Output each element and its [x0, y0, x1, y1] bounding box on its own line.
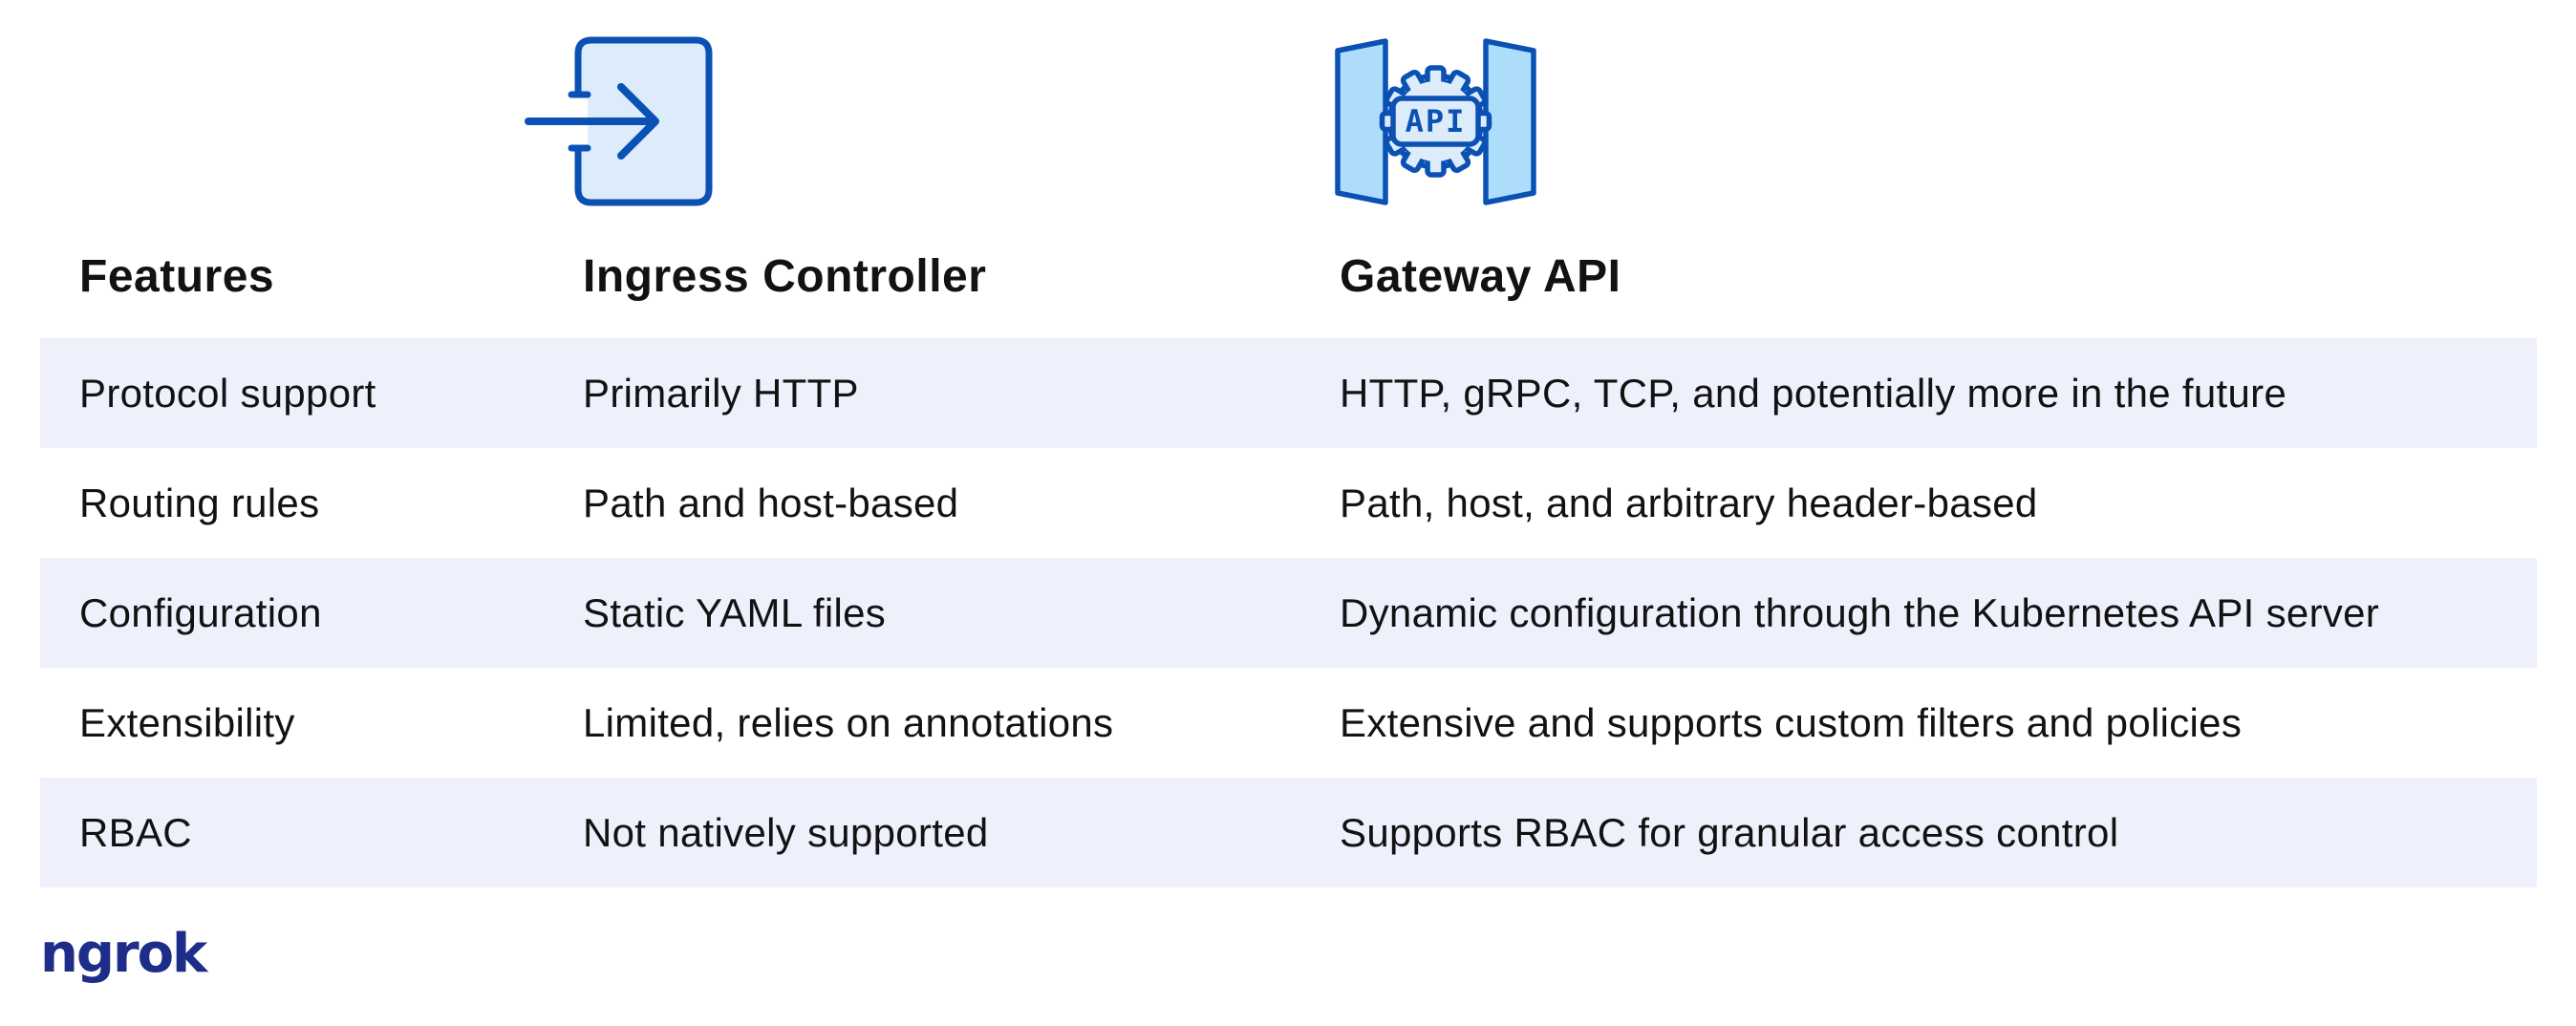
table-row: Extensibility Limited, relies on annotat… — [40, 668, 2537, 778]
ingress-cell: Limited, relies on annotations — [583, 699, 1114, 745]
column-header-ingress-controller: Ingress Controller — [583, 250, 987, 302]
table-row: RBAC Not natively supported Supports RBA… — [40, 778, 2537, 887]
ingress-cell: Primarily HTTP — [583, 370, 859, 416]
table-row: Protocol support Primarily HTTP HTTP, gR… — [40, 338, 2537, 448]
table-header-row: Features Ingress Controller Gateway API — [40, 235, 2537, 317]
gateway-cell: Path, host, and arbitrary header-based — [1340, 480, 2038, 525]
gateway-cell: HTTP, gRPC, TCP, and potentially more in… — [1340, 370, 2287, 416]
api-badge-label: API — [1406, 103, 1467, 139]
ingress-controller-icon — [524, 34, 715, 206]
ingress-cell: Not natively supported — [583, 809, 989, 855]
comparison-table: Protocol support Primarily HTTP HTTP, gR… — [40, 338, 2537, 887]
table-row: Routing rules Path and host-based Path, … — [40, 448, 2537, 558]
feature-cell: Configuration — [79, 589, 322, 635]
feature-cell: Extensibility — [79, 699, 295, 745]
ngrok-logo: ngrok — [40, 923, 207, 985]
gateway-cell: Supports RBAC for granular access contro… — [1340, 809, 2119, 855]
table-row: Configuration Static YAML files Dynamic … — [40, 558, 2537, 668]
ingress-arrow-box-icon — [525, 36, 713, 206]
feature-cell: Protocol support — [79, 370, 376, 416]
gateway-cell: Dynamic configuration through the Kubern… — [1340, 589, 2380, 635]
ingress-cell: Path and host-based — [583, 480, 959, 525]
column-header-features: Features — [79, 250, 275, 302]
column-header-gateway-api: Gateway API — [1340, 250, 1621, 302]
feature-cell: RBAC — [79, 809, 192, 855]
ingress-cell: Static YAML files — [583, 589, 887, 635]
gateway-cell: Extensive and supports custom filters an… — [1340, 699, 2243, 745]
gateway-api-icon: API — [1333, 34, 1538, 208]
gateway-gear-api-icon: API — [1335, 38, 1536, 205]
feature-cell: Routing rules — [79, 480, 320, 525]
